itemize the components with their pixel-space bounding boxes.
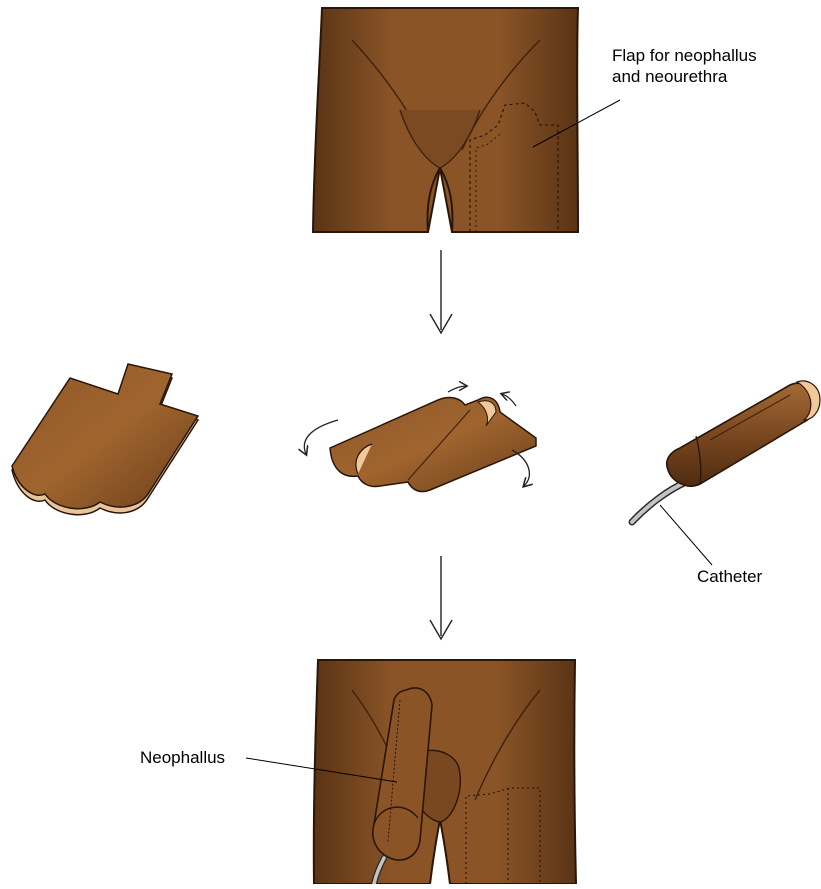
tubed-neophallus	[632, 381, 820, 522]
rotate-arrow-top-1	[448, 386, 466, 392]
flat-flap	[12, 364, 198, 515]
rotate-arrow-top-2	[502, 394, 516, 406]
folding-flap-body	[330, 397, 536, 491]
flap-label-line-2: and neourethra	[612, 66, 757, 87]
down-arrow-1	[430, 250, 452, 333]
flap-label: Flap for neophallus and neourethra	[612, 45, 757, 87]
bottom-torso-figure	[314, 660, 576, 884]
flap-label-line-1: Flap for neophallus	[612, 45, 757, 66]
flat-flap-surface	[12, 364, 198, 509]
neophallus-label: Neophallus	[140, 747, 225, 768]
catheter-label: Catheter	[697, 566, 762, 587]
top-torso-figure	[313, 8, 578, 232]
folding-flap	[304, 386, 536, 492]
catheter-leader-line	[660, 505, 712, 565]
down-arrow-2	[430, 556, 452, 639]
tube-body	[667, 383, 816, 486]
